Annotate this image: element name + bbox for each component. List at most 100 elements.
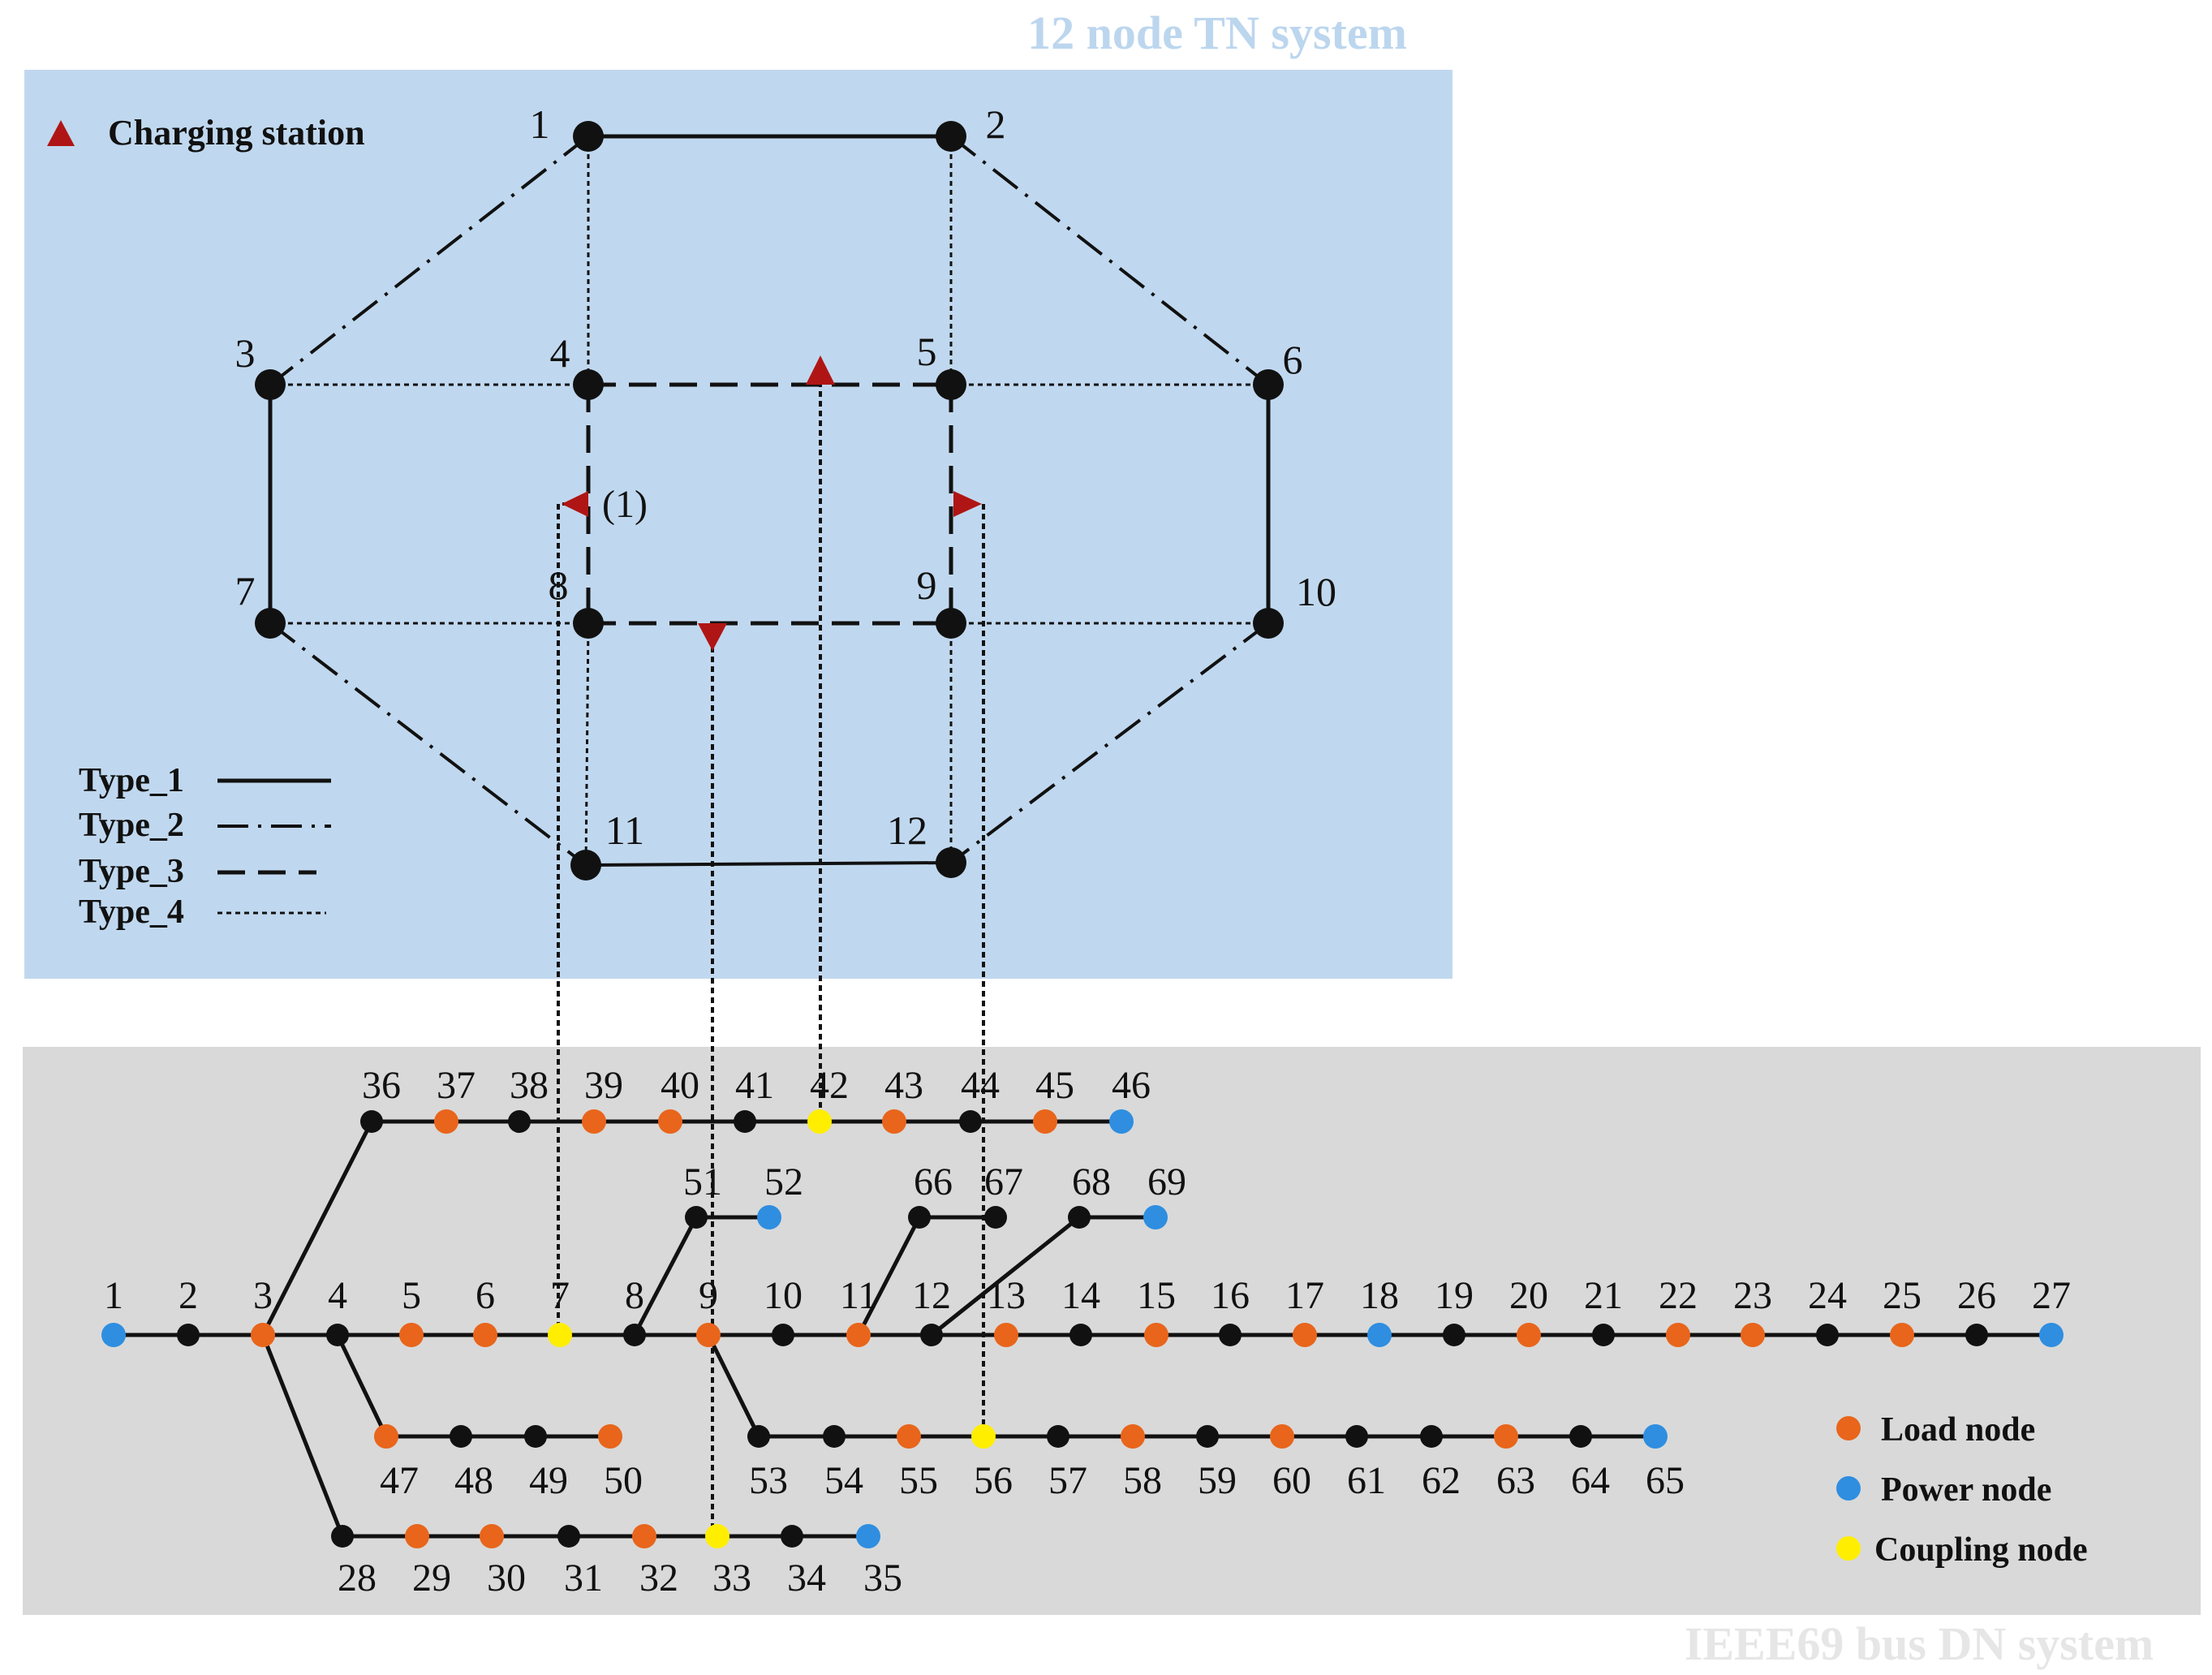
dn-node-label-52: 52 xyxy=(764,1160,803,1204)
tn-node-label: 2 xyxy=(986,101,1006,147)
dn-node-24 xyxy=(1816,1324,1839,1346)
dn-node-69 xyxy=(1143,1205,1168,1229)
dn-node-label-13: 13 xyxy=(987,1274,1026,1317)
dn-node-9 xyxy=(696,1323,721,1347)
dn-node-22 xyxy=(1666,1323,1690,1347)
charging-station-legend-label: Charging station xyxy=(108,113,365,153)
dn-node-30 xyxy=(480,1524,504,1548)
tn-node-label: 9 xyxy=(917,562,937,608)
dn-node-35 xyxy=(856,1524,880,1548)
dn-node-34 xyxy=(781,1525,803,1548)
dn-node-label-62: 62 xyxy=(1422,1459,1461,1502)
dn-node-21 xyxy=(1592,1324,1615,1346)
dn-node-label-32: 32 xyxy=(639,1557,678,1600)
power-node-legend-icon xyxy=(1836,1476,1861,1501)
dn-node-label-30: 30 xyxy=(487,1557,526,1600)
dn-node-label-28: 28 xyxy=(338,1557,377,1600)
line-type-2-label: Type_2 xyxy=(79,807,184,844)
dn-node-37 xyxy=(434,1109,458,1134)
dn-node-43 xyxy=(882,1109,906,1134)
tn-node-2 xyxy=(936,121,966,152)
dn-node-label-54: 54 xyxy=(824,1459,863,1502)
dn-node-63 xyxy=(1494,1424,1518,1449)
dn-node-5 xyxy=(399,1323,424,1347)
dn-node-54 xyxy=(823,1425,846,1448)
dn-node-label-31: 31 xyxy=(564,1557,603,1600)
dn-node-28 xyxy=(331,1525,354,1548)
dn-node-31 xyxy=(557,1525,580,1548)
charging-station-legend-icon xyxy=(47,120,75,146)
tn-node-label: 12 xyxy=(887,807,927,853)
dn-node-label-35: 35 xyxy=(863,1557,902,1600)
dn-link-3-28 xyxy=(260,1334,345,1537)
dn-node-3 xyxy=(251,1323,275,1347)
dn-node-60 xyxy=(1270,1424,1294,1449)
line-type-3-label: Type_3 xyxy=(79,853,184,890)
dn-node-label-9: 9 xyxy=(699,1274,718,1317)
dn-node-label-4: 4 xyxy=(328,1274,347,1317)
dn-node-label-33: 33 xyxy=(712,1557,751,1600)
dn-node-8 xyxy=(623,1324,646,1346)
dn-node-label-66: 66 xyxy=(914,1160,953,1204)
tn-node-label: 4 xyxy=(550,330,570,376)
dn-node-49 xyxy=(524,1425,547,1448)
dn-node-10 xyxy=(772,1324,794,1346)
dn-node-label-36: 36 xyxy=(362,1064,401,1107)
tn-link-1-3 xyxy=(269,135,590,386)
dn-node-label-8: 8 xyxy=(625,1274,644,1317)
coupling-node-legend-icon xyxy=(1836,1536,1861,1561)
dn-node-label-16: 16 xyxy=(1211,1274,1250,1317)
dn-node-36 xyxy=(360,1110,383,1133)
dn-link-3-36 xyxy=(260,1120,374,1337)
dn-node-11 xyxy=(846,1323,871,1347)
dn-node-label-7: 7 xyxy=(550,1274,570,1317)
tn-link-8-11 xyxy=(584,622,590,866)
dn-node-62 xyxy=(1420,1425,1443,1448)
dn-node-label-21: 21 xyxy=(1584,1274,1623,1317)
tn-link-7-11 xyxy=(269,622,587,867)
dn-node-label-68: 68 xyxy=(1072,1160,1111,1204)
dn-node-label-37: 37 xyxy=(437,1064,476,1107)
dn-node-label-50: 50 xyxy=(604,1459,643,1502)
dn-node-47 xyxy=(374,1424,398,1449)
dn-node-66 xyxy=(908,1206,931,1229)
tn-link-2-6 xyxy=(949,135,1270,386)
dn-node-label-6: 6 xyxy=(476,1274,495,1317)
dn-node-label-17: 17 xyxy=(1285,1274,1324,1317)
dn-link-8-51 xyxy=(632,1216,699,1337)
dn-node-25 xyxy=(1890,1323,1914,1347)
dn-node-50 xyxy=(598,1424,622,1449)
tn-nodes xyxy=(255,121,1284,881)
charging-station-1 xyxy=(562,491,588,517)
dn-node-15 xyxy=(1144,1323,1168,1347)
line-type-legend: Type_1 Type_2 Type_3 Type_4 xyxy=(79,762,331,931)
dn-node-27 xyxy=(2039,1323,2064,1347)
tn-node-11 xyxy=(570,850,601,881)
tn-node-5 xyxy=(936,369,966,400)
dn-node-label-39: 39 xyxy=(584,1064,623,1107)
tn-node-6 xyxy=(1253,369,1284,400)
tn-node-label: 1 xyxy=(530,101,550,147)
tn-node-label: 10 xyxy=(1296,569,1336,614)
dn-node-19 xyxy=(1443,1324,1465,1346)
line-type-1-label: Type_1 xyxy=(79,762,184,799)
dn-node-label-5: 5 xyxy=(402,1274,421,1317)
dn-node-2 xyxy=(177,1324,200,1346)
dn-node-6 xyxy=(473,1323,497,1347)
dn-node-label-69: 69 xyxy=(1147,1160,1186,1204)
dn-link-12-68 xyxy=(930,1216,1081,1337)
tn-panel xyxy=(24,70,1452,979)
dn-node-label-44: 44 xyxy=(961,1064,1000,1107)
dn-node-38 xyxy=(508,1110,531,1133)
dn-link-11-66 xyxy=(856,1216,922,1337)
dn-node-56 xyxy=(971,1424,996,1449)
dn-node-label-34: 34 xyxy=(787,1557,826,1600)
load-node-legend-icon xyxy=(1836,1416,1861,1440)
dn-node-label-3: 3 xyxy=(253,1274,273,1317)
dn-nodes xyxy=(101,1109,2064,1548)
dn-node-label-15: 15 xyxy=(1137,1274,1176,1317)
dn-node-label-57: 57 xyxy=(1048,1459,1087,1502)
charging-station-3 xyxy=(953,491,982,517)
dn-node-label-49: 49 xyxy=(529,1459,568,1502)
dn-node-label-55: 55 xyxy=(899,1459,938,1502)
